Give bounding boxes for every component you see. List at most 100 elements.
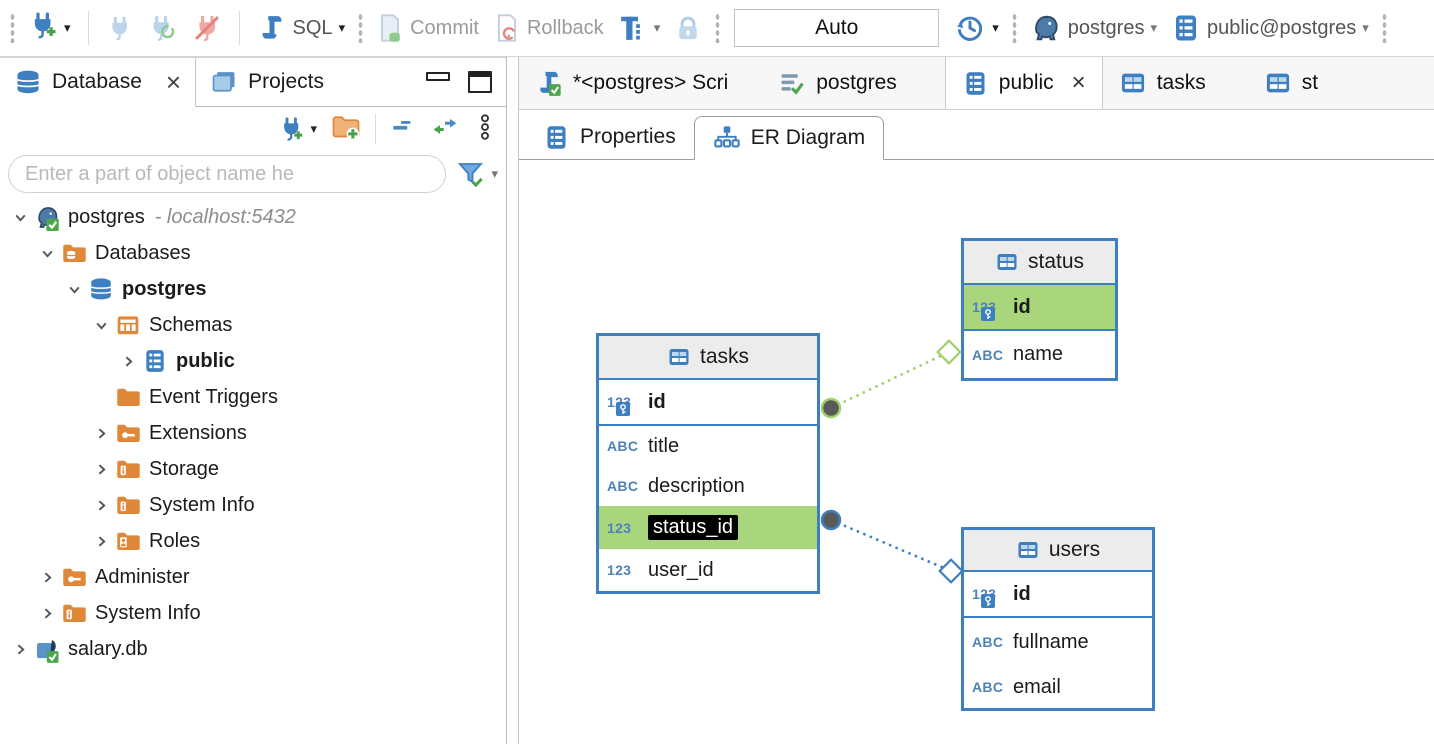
tree-item-salary-db[interactable]: salary.db [0, 631, 506, 667]
close-database-tab-icon[interactable]: × [165, 67, 182, 97]
transaction-mode-button[interactable]: ▾ [618, 13, 661, 43]
subtab-properties[interactable]: Properties [525, 115, 694, 159]
link-with-editor-button[interactable] [430, 112, 460, 147]
erd-column-status-id[interactable]: 123 status_id [599, 506, 817, 549]
tree-item-databases[interactable]: Databases [0, 235, 506, 271]
sql-button-caret[interactable]: ▾ [338, 20, 346, 35]
toolbar-drag-handle[interactable] [10, 13, 15, 43]
tab-tasks[interactable]: tasks [1103, 57, 1222, 109]
tree-item-schemas[interactable]: Schemas [0, 307, 506, 343]
new-connection-button[interactable]: ▾ [28, 11, 71, 46]
erd-table-status[interactable]: status 123 id ABC name [961, 238, 1118, 381]
new-connection-caret[interactable]: ▾ [64, 20, 71, 35]
tree-item-system-info[interactable]: System Info [0, 487, 506, 523]
erd-table-tasks[interactable]: tasks 123 id ABC title ABC description [596, 333, 820, 594]
chevron-right-icon[interactable] [87, 419, 115, 447]
tab-session-postgres[interactable]: postgres [762, 57, 913, 109]
erd-column-email[interactable]: ABC email [964, 666, 1152, 708]
tree-item-storage[interactable]: Storage [0, 451, 506, 487]
chevron-down-icon[interactable] [6, 203, 34, 231]
erd-column-id[interactable]: 123 id [964, 285, 1115, 331]
tab-status[interactable]: st [1248, 57, 1334, 109]
subtab-er-diagram[interactable]: ER Diagram [693, 116, 885, 160]
object-name-filter-input[interactable] [8, 155, 447, 193]
chevron-right-icon[interactable] [87, 491, 115, 519]
chevron-right-icon[interactable] [87, 455, 115, 483]
chevron-right-icon[interactable] [33, 563, 61, 591]
relation-line-tasks-status[interactable] [830, 350, 950, 410]
transaction-mode-caret[interactable]: ▾ [653, 20, 661, 35]
folder-info-icon [61, 600, 87, 626]
erd-table-header[interactable]: status [964, 241, 1115, 285]
erd-column-name-row[interactable]: ABC name [964, 331, 1115, 378]
lock-button[interactable] [674, 14, 702, 42]
schema-caret[interactable]: ▾ [1362, 20, 1369, 35]
rollback-button[interactable]: Rollback [493, 13, 604, 43]
tree-item-administer[interactable]: Administer [0, 559, 506, 595]
chevron-down-icon[interactable] [87, 311, 115, 339]
toolbar-drag-handle[interactable] [1011, 13, 1017, 43]
chevron-right-icon[interactable] [33, 599, 61, 627]
erd-column-name: email [1013, 675, 1061, 698]
view-menu-button[interactable] [474, 112, 496, 147]
plug-plus-caret[interactable]: ▾ [310, 121, 317, 136]
tree-item-event-triggers[interactable]: Event Triggers [0, 379, 506, 415]
erd-column-id[interactable]: 123 id [599, 380, 817, 426]
panel-splitter[interactable] [507, 57, 518, 744]
erd-column-fullname[interactable]: ABC fullname [964, 618, 1152, 666]
disconnect-button[interactable] [192, 13, 222, 43]
erd-column-id[interactable]: 123 id [964, 572, 1152, 618]
minimize-panel-icon[interactable] [426, 71, 450, 81]
maximize-panel-icon[interactable] [468, 71, 492, 93]
tab-database[interactable]: Database × [0, 58, 197, 107]
chevron-right-icon[interactable] [87, 527, 115, 555]
new-folder-button[interactable] [331, 112, 361, 147]
transaction-history-button[interactable]: ▾ [954, 12, 999, 44]
erd-column-title[interactable]: ABC title [599, 426, 817, 466]
connection-caret[interactable]: ▾ [1150, 20, 1157, 35]
history-caret[interactable]: ▾ [992, 20, 999, 35]
tab-public[interactable]: public × [944, 57, 1103, 109]
toolbar-drag-handle[interactable] [1381, 13, 1387, 43]
relation-endpoint-tasks-id[interactable] [820, 397, 842, 419]
erd-column-name-selected[interactable]: status_id [648, 515, 739, 540]
filter-settings-button[interactable]: ▾ [456, 159, 498, 189]
close-tab-icon[interactable]: × [1071, 69, 1086, 96]
relation-diamond-status [936, 339, 962, 365]
erd-column-user-id[interactable]: 123 user_id [599, 549, 817, 591]
collapse-all-button[interactable] [390, 114, 416, 145]
tree-item-connection-postgres[interactable]: postgres - localhost:5432 [0, 199, 506, 235]
reconnect-button[interactable] [148, 13, 178, 43]
erd-table-header[interactable]: users [964, 530, 1152, 572]
chevron-down-icon[interactable] [33, 239, 61, 267]
chevron-down-icon[interactable] [60, 275, 88, 303]
toolbar-drag-handle[interactable] [358, 13, 364, 43]
connect-button[interactable] [106, 14, 134, 42]
relation-line-tasks-users[interactable] [830, 518, 952, 573]
filter-caret[interactable]: ▾ [491, 166, 498, 181]
tree-item-schema-public[interactable]: public [0, 343, 506, 379]
commit-button[interactable]: Commit [376, 13, 479, 43]
sql-editor-button[interactable]: SQL ▾ [257, 13, 346, 43]
erd-table-header[interactable]: tasks [599, 336, 817, 380]
sqlite-connection-icon [34, 636, 60, 663]
tree-item-system-info-root[interactable]: System Info [0, 595, 506, 631]
active-schema-selector[interactable]: public@postgres ▾ [1171, 13, 1369, 43]
chevron-right-icon[interactable] [114, 347, 142, 375]
active-connection-selector[interactable]: postgres ▾ [1030, 12, 1157, 44]
tree-item-extensions[interactable]: Extensions [0, 415, 506, 451]
postgres-elephant-icon [1034, 15, 1058, 41]
relation-endpoint-tasks-status-id[interactable] [820, 509, 842, 531]
tab-projects[interactable]: Projects [196, 58, 338, 106]
chevron-right-icon[interactable] [6, 635, 34, 663]
tree-item-database-postgres[interactable]: postgres [0, 271, 506, 307]
tree-item-roles[interactable]: Roles [0, 523, 506, 559]
new-connection-small-button[interactable]: ▾ [278, 116, 317, 143]
er-diagram-canvas[interactable]: tasks 123 id ABC title ABC description [519, 160, 1434, 744]
toolbar-drag-handle[interactable] [715, 13, 721, 43]
content-area: Database × Projects ▾ [0, 57, 1434, 744]
erd-table-users[interactable]: users 123 id ABC fullname ABC email [961, 527, 1155, 711]
tab-sql-script[interactable]: *<postgres> Scri [519, 57, 744, 109]
auto-commit-combo[interactable]: Auto [734, 9, 940, 47]
erd-column-description[interactable]: ABC description [599, 466, 817, 506]
